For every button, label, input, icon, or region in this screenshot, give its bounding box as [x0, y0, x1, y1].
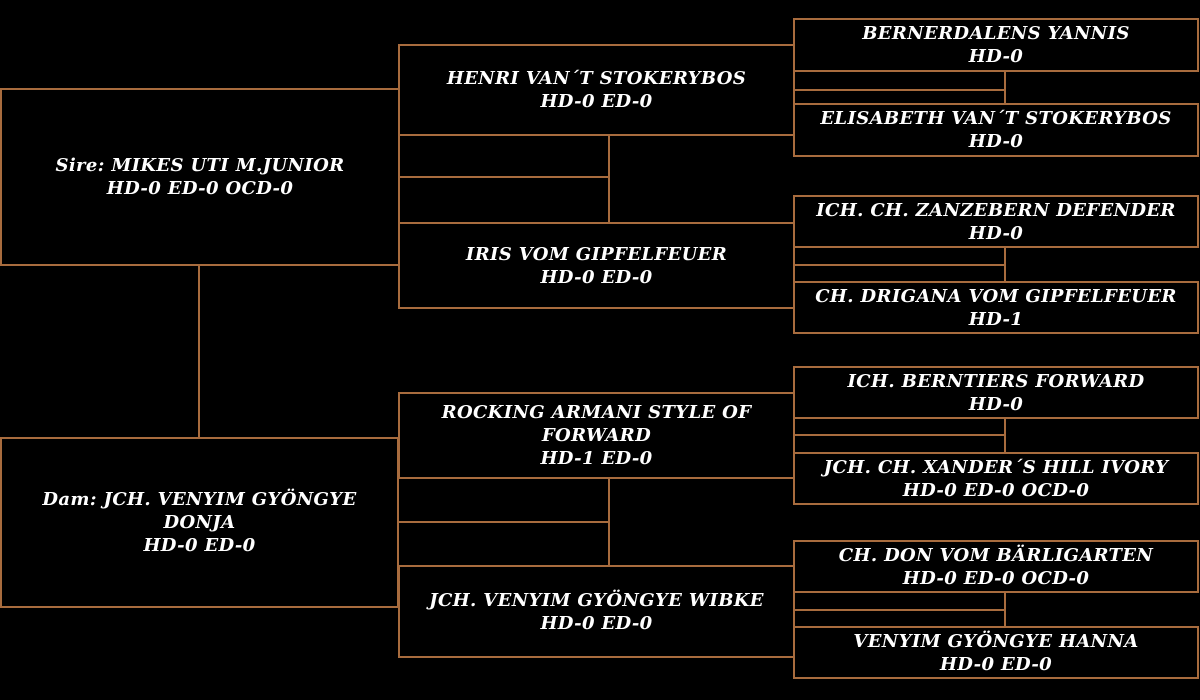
dog-name: ICH. CH. ZANZEBERN DEFENDER — [816, 199, 1176, 221]
pedigree-node-dam: Dam: JCH. VENYIM GYÖNGYE DONJA HD-0 ED-0 — [0, 437, 399, 608]
connector-sires-sire-horizontal — [793, 89, 1006, 91]
pedigree-node-dams-sire: ROCKING ARMANI STYLE OF FORWARD HD-1 ED-… — [398, 392, 795, 479]
dog-name: ICH. BERNTIERS FORWARD — [847, 370, 1145, 392]
dog-health-results: HD-1 ED-0 — [540, 448, 653, 469]
dog-name: HENRI VAN´T STOKERYBOS — [446, 68, 747, 89]
dog-health-results: HD-0 ED-0 — [939, 653, 1053, 675]
pedigree-node-dam-granddam-dam: VENYIM GYÖNGYE HANNA HD-0 ED-0 — [793, 626, 1199, 679]
pedigree-node-sires-sire: HENRI VAN´T STOKERYBOS HD-0 ED-0 — [398, 44, 795, 136]
pedigree-node-sire-granddam-dam: CH. DRIGANA VOM GIPFELFEUER HD-1 — [793, 281, 1199, 334]
dog-health-results: HD-0 ED-0 OCD-0 — [902, 567, 1090, 589]
connector-sires-dam-horizontal — [793, 264, 1006, 266]
connector-dams-dam-vertical — [1004, 593, 1006, 626]
dog-health-results: HD-0 ED-0 — [143, 535, 256, 556]
connector-dams-dam-horizontal — [793, 609, 1006, 611]
connector-sires-sire-vertical — [1004, 72, 1006, 103]
connector-sires-dam-vertical — [1004, 248, 1006, 281]
dog-health-results: HD-0 — [968, 393, 1024, 415]
dog-name: ROCKING ARMANI STYLE OF FORWARD — [441, 402, 752, 446]
dog-name: BERNERDALENS YANNIS — [862, 23, 1130, 44]
pedigree-node-dam-grandsire-sire: ICH. BERNTIERS FORWARD HD-0 — [793, 366, 1199, 419]
pedigree-node-dam-granddam-sire: CH. DON VOM BÄRLIGARTEN HD-0 ED-0 OCD-0 — [793, 540, 1199, 593]
pedigree-node-dam-grandsire-dam: JCH. CH. XANDER´S HILL IVORY HD-0 ED-0 O… — [793, 452, 1199, 505]
dog-name: JCH. VENYIM GYÖNGYE WIBKE — [429, 589, 764, 611]
dog-name: Sire: MIKES UTI M.JUNIOR — [55, 155, 345, 176]
dog-health-results: HD-0 ED-0 — [540, 91, 653, 112]
connector-sire-dam-vertical — [198, 266, 200, 437]
dog-health-results: HD-0 — [968, 222, 1024, 244]
dog-health-results: HD-0 — [968, 131, 1024, 152]
pedigree-node-sire-granddam-sire: ICH. CH. ZANZEBERN DEFENDER HD-0 — [793, 195, 1199, 248]
dog-name: ELISABETH VAN´T STOKERYBOS — [820, 108, 1172, 129]
connector-sire-parents-vertical — [608, 136, 610, 222]
dog-name: CH. DON VOM BÄRLIGARTEN — [838, 544, 1154, 566]
dog-health-results: HD-0 ED-0 OCD-0 — [106, 178, 294, 199]
pedigree-node-dams-dam: JCH. VENYIM GYÖNGYE WIBKE HD-0 ED-0 — [398, 565, 795, 658]
connector-dam-parents-vertical — [608, 479, 610, 565]
dog-health-results: HD-0 ED-0 — [540, 266, 653, 288]
dog-health-results: HD-0 ED-0 OCD-0 — [902, 479, 1090, 501]
pedigree-node-sire: Sire: MIKES UTI M.JUNIOR HD-0 ED-0 OCD-0 — [0, 88, 400, 266]
connector-dam-to-parents-horizontal — [398, 521, 610, 523]
dog-health-results: HD-1 — [968, 308, 1024, 330]
dog-health-results: HD-0 ED-0 — [540, 612, 653, 634]
dog-name: IRIS VOM GIPFELFEUER — [465, 243, 728, 265]
dog-name: CH. DRIGANA VOM GIPFELFEUER — [815, 285, 1177, 307]
dog-name: JCH. CH. XANDER´S HILL IVORY — [823, 456, 1169, 478]
connector-dams-sire-horizontal — [793, 434, 1006, 436]
pedigree-node-sires-dam: IRIS VOM GIPFELFEUER HD-0 ED-0 — [398, 222, 795, 309]
connector-sire-to-parents-horizontal — [398, 176, 610, 178]
pedigree-node-sire-grandsire-dam: ELISABETH VAN´T STOKERYBOS HD-0 — [793, 103, 1199, 157]
dog-health-results: HD-0 — [968, 46, 1024, 67]
pedigree-node-sire-grandsire-sire: BERNERDALENS YANNIS HD-0 — [793, 18, 1199, 72]
dog-name: VENYIM GYÖNGYE HANNA — [853, 630, 1139, 652]
dog-name: Dam: JCH. VENYIM GYÖNGYE DONJA — [42, 489, 357, 533]
connector-dams-sire-vertical — [1004, 419, 1006, 452]
